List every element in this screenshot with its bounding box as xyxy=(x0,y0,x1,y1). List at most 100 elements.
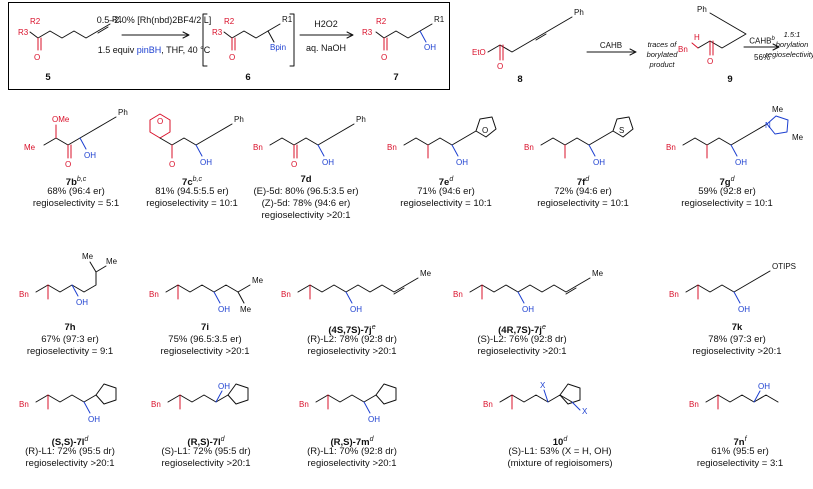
bn-label-7f: Bn xyxy=(524,143,534,152)
bn-label-SS-7l: Bn xyxy=(19,400,29,409)
x-label-10-b: X xyxy=(582,407,588,416)
label-compound-5: 5 xyxy=(45,72,51,83)
oh-label-7e: OH xyxy=(456,158,468,167)
r2-label-5: R2 xyxy=(30,17,41,26)
o-label-7: O xyxy=(381,53,387,62)
structure-7h xyxy=(35,261,107,300)
structure-7n xyxy=(705,390,779,410)
compound-9-l2: regioselectivity >20:1 xyxy=(477,346,567,357)
n-label-7g: N xyxy=(765,121,771,130)
me-label-7h-a: Me xyxy=(82,252,94,261)
compound-8-l1: (R)-L2: 78% (92:8 dr) xyxy=(307,334,397,345)
o-label-6: O xyxy=(229,53,235,62)
oh-label-7b: OH xyxy=(84,151,96,160)
oh-label-7c: OH xyxy=(200,158,212,167)
compound-4-footnote: d xyxy=(585,176,590,183)
structure-4R7S-7j xyxy=(469,277,591,304)
compound-9-footnote: e xyxy=(541,324,546,331)
structure-10 xyxy=(499,383,581,411)
compound-11-footnote: d xyxy=(84,436,89,443)
me-label-7h-b: Me xyxy=(106,257,118,266)
result-8-line-2: borylated xyxy=(646,50,678,59)
compound-3-l2: regioselectivity = 10:1 xyxy=(400,198,492,209)
compound-1-label: 7cb,c xyxy=(182,176,202,189)
bn-label-7g: Bn xyxy=(666,143,676,152)
result-8-line-1: traces of xyxy=(647,40,677,49)
compound-11-label: (S,S)-7ld xyxy=(51,436,89,449)
me-label-7i-a: Me xyxy=(252,276,264,285)
r1-label-6: R1 xyxy=(282,15,293,24)
structure-RS-7m xyxy=(315,383,397,414)
compound-14-label: 10d xyxy=(552,436,568,449)
o-label-9: O xyxy=(707,57,713,66)
o-label-7c-ring: O xyxy=(157,117,163,126)
compound-1-l2: regioselectivity = 10:1 xyxy=(146,198,238,209)
structure-7i xyxy=(165,284,251,304)
structure-7e xyxy=(403,116,497,159)
compound-0-footnote: b,c xyxy=(76,176,87,183)
compound-10-l2: regioselectivity >20:1 xyxy=(692,346,782,357)
x-label-10-a: X xyxy=(540,381,546,390)
compound-0-label: 7bb,c xyxy=(65,176,87,189)
compound-0-l2: regioselectivity = 5:1 xyxy=(32,198,120,209)
compound-14-l1: (S)-L1: 53% (X = H, OH) xyxy=(508,446,612,457)
me-label-7g-b: Me xyxy=(792,133,804,142)
oh-label-7d: OH xyxy=(322,158,334,167)
s-label-7f: S xyxy=(619,126,624,135)
compound-13-footnote: d xyxy=(369,436,374,443)
bn-label-RS-7m: Bn xyxy=(299,400,309,409)
structure-4S7S-7j xyxy=(297,277,419,304)
compound-5-label: 7gd xyxy=(719,176,735,189)
structure-7f xyxy=(540,116,634,159)
compound-13-l2: regioselectivity >20:1 xyxy=(307,458,397,469)
compound-3-footnote: d xyxy=(449,176,454,183)
compound-7-label: 7i xyxy=(201,322,209,333)
compound-3-label: 7ed xyxy=(438,176,454,189)
compound-9-l1: (S)-L2: 76% (92:8 dr) xyxy=(477,334,567,345)
compound-15-l1: 61% (95:5 er) xyxy=(711,446,769,457)
r3-label-5: R3 xyxy=(18,28,29,37)
compound-13-l1: (R)-L1: 70% (92:8 dr) xyxy=(307,446,397,457)
compound-11-l1: (R)-L1: 72% (95:5 dr) xyxy=(25,446,115,457)
structure-7k xyxy=(685,270,771,304)
structure-9 xyxy=(691,12,747,56)
oh-label-SS-7l: OH xyxy=(88,415,100,424)
compound-5-l2: regioselectivity = 10:1 xyxy=(681,198,773,209)
me-label-7i-b: Me xyxy=(240,305,252,314)
r1-label-7: R1 xyxy=(434,15,445,24)
oh-label-7n: OH xyxy=(758,382,770,391)
compound-2-label: 7d xyxy=(300,174,312,185)
r1-label-5: R1 xyxy=(112,15,123,24)
reaction-scheme-box xyxy=(8,2,450,90)
me-label-7g-a: Me xyxy=(772,105,784,114)
bn-label-7d: Bn xyxy=(253,143,263,152)
result-9-line-1: 1.5:1 xyxy=(783,30,801,39)
compound-2-l3: regioselectivity >20:1 xyxy=(261,210,351,221)
eto-label: EtO xyxy=(472,48,486,57)
compound-14-l2: (mixture of regioisomers) xyxy=(507,458,613,469)
o-label-5: O xyxy=(34,53,40,62)
structure-7g xyxy=(682,115,789,159)
result-9-line-2: borylation xyxy=(775,40,809,49)
ph-label-8: Ph xyxy=(574,8,584,17)
bn-label-10: Bn xyxy=(483,400,493,409)
condition-2-line-2: aq. NaOH xyxy=(305,43,347,53)
compound-10-label: 7k xyxy=(731,322,743,333)
r2-label-7: R2 xyxy=(376,17,387,26)
oh-label-RS-7l: OH xyxy=(218,382,230,391)
compound-8-l2: regioselectivity >20:1 xyxy=(307,346,397,357)
structure-7b xyxy=(43,116,117,159)
compound-5-footnote: d xyxy=(730,176,735,183)
bn-label-7n: Bn xyxy=(689,400,699,409)
compound-4-label: 7fd xyxy=(576,176,590,189)
structure-8 xyxy=(487,16,573,61)
compound-8-footnote: e xyxy=(371,324,376,331)
compound-4-l1: 72% (94:6 er) xyxy=(554,186,612,197)
ph-label-7d: Ph xyxy=(356,115,366,124)
compound-12-label: (R,S)-7ld xyxy=(187,436,225,449)
compound-4-l2: regioselectivity = 10:1 xyxy=(537,198,629,209)
bn-label-RS-7l: Bn xyxy=(151,400,161,409)
yield-9: 56% xyxy=(753,53,771,62)
o-label-7c: O xyxy=(169,160,175,169)
r3-label-6: R3 xyxy=(212,28,223,37)
